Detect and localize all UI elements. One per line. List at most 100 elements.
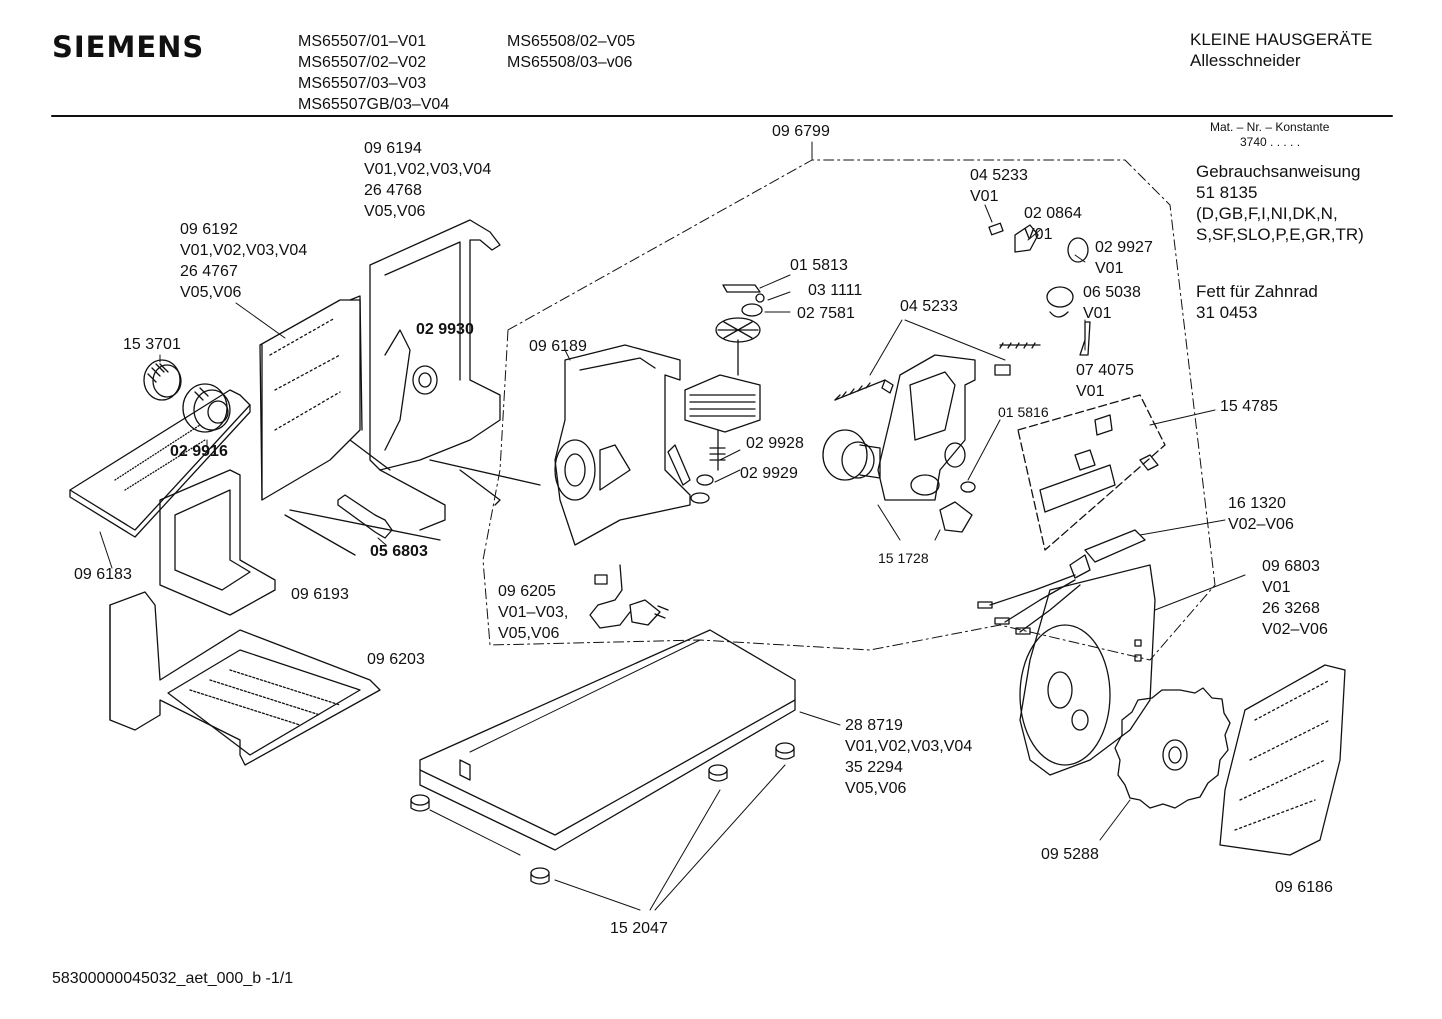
model-4: MS65507GB/03–V04 [298, 96, 450, 113]
part-label-153701: 15 3701 [123, 336, 181, 353]
part-096803-variant: V01 [1262, 579, 1291, 596]
part-096192-variants: V01,V02,V03,V04 [180, 242, 308, 259]
siemens-logo: SIEMENS [52, 30, 205, 64]
model-5: MS65508/02–V05 [507, 33, 636, 50]
ring-153701 [143, 359, 182, 401]
part-label-096203: 09 6203 [367, 651, 425, 668]
part-label-015813: 01 5813 [790, 257, 848, 274]
manual-languages-2: S,SF,SLO,P,E,GR,TR) [1196, 225, 1364, 244]
part-065038-number: 06 5038 [1083, 284, 1141, 301]
manual-info: Gebrauchsanweisung 51 8135 (D,GB,F,I,NI,… [1196, 161, 1364, 245]
part-label-074075: 07 4075 V01 [1076, 360, 1134, 402]
part-074075-number: 07 4075 [1076, 362, 1134, 379]
part-label-015816: 01 5816 [998, 404, 1049, 420]
constant-value: 3740 . . . . . [1240, 135, 1301, 149]
part-096803-alt-number: 26 3268 [1262, 600, 1320, 617]
part-288719-alt-variants: V05,V06 [845, 780, 907, 797]
grease-number: 31 0453 [1196, 303, 1258, 322]
part-label-045233-b: 04 5233 [900, 298, 958, 315]
part-161320-variants: V02–V06 [1228, 516, 1294, 533]
manual-number: 51 8135 [1196, 183, 1258, 202]
part-label-096799: 09 6799 [772, 123, 830, 140]
switch-panel-154785 [1017, 394, 1166, 551]
base-288719 [419, 629, 796, 851]
part-045233-variant: V01 [970, 188, 999, 205]
part-label-031111: 03 1111 [808, 282, 863, 299]
part-096194-alt-variants: V05,V06 [364, 203, 426, 220]
power-cord-096205 [589, 564, 669, 629]
part-label-027581: 02 7581 [797, 305, 855, 322]
part-label-096186: 09 6186 [1275, 879, 1333, 896]
part-096194-variants: V01,V02,V03,V04 [364, 161, 492, 178]
part-096205-number: 09 6205 [498, 583, 556, 600]
mat-nr-label: Mat. – Nr. – Konstante [1210, 120, 1330, 134]
part-096194-number: 09 6194 [364, 140, 422, 157]
part-096194-frame [284, 219, 541, 556]
part-096205-variants: V01–V03, [498, 604, 569, 621]
part-096193-bracket [159, 469, 276, 616]
part-096803-number: 09 6803 [1262, 558, 1320, 575]
part-label-045233-a: 04 5233 V01 [970, 165, 1028, 207]
model-list-2: MS65508/02–V05 MS65508/03–v06 [507, 31, 635, 73]
part-096194-alt-number: 26 4768 [364, 182, 422, 199]
part-056803-lever [337, 494, 393, 546]
small-parts-top-right [988, 222, 1091, 356]
model-2: MS65507/02–V02 [298, 54, 427, 71]
part-065038-variant: V01 [1083, 305, 1112, 322]
part-label-065038: 06 5038 V01 [1083, 282, 1141, 324]
feet-152047 [410, 742, 795, 885]
part-096192-number: 09 6192 [180, 221, 238, 238]
grease-info: Fett für Zahnrad 31 0453 [1196, 281, 1318, 323]
part-label-029928: 02 9928 [746, 435, 804, 452]
category-block: KLEINE HAUSGERÄTE Allesschneider [1190, 29, 1372, 71]
part-020864-variant: V01 [1024, 226, 1053, 243]
ring-029916 [182, 383, 231, 433]
part-096192-plate [259, 295, 363, 501]
part-288719-alt-number: 35 2294 [845, 759, 903, 776]
part-label-020864: 02 0864 V01 [1024, 203, 1082, 245]
guard-096186 [1219, 664, 1346, 856]
part-label-154785: 15 4785 [1220, 398, 1278, 415]
part-045233-number: 04 5233 [970, 167, 1028, 184]
part-label-096192: 09 6192 V01,V02,V03,V04 26 4767 V05,V06 [180, 219, 307, 303]
category-title: KLEINE HAUSGERÄTE [1190, 30, 1373, 49]
part-096203-carriage [109, 591, 381, 766]
grease-title: Fett für Zahnrad [1196, 282, 1318, 301]
model-3: MS65507/03–V03 [298, 75, 427, 92]
part-020864-number: 02 0864 [1024, 205, 1082, 222]
part-label-096183: 09 6183 [74, 566, 132, 583]
manual-title: Gebrauchsanweisung [1196, 162, 1361, 181]
part-label-151728: 15 1728 [878, 550, 929, 566]
part-label-096193: 09 6193 [291, 586, 349, 603]
part-288719-number: 28 8719 [845, 717, 903, 734]
part-label-096194: 09 6194 V01,V02,V03,V04 26 4768 V05,V06 [364, 138, 491, 222]
part-label-288719: 28 8719 V01,V02,V03,V04 35 2294 V05,V06 [845, 715, 972, 799]
manual-languages: (D,GB,F,I,NI,DK,N, [1196, 204, 1338, 223]
part-096205-variants-2: V05,V06 [498, 625, 560, 642]
part-label-095288: 09 5288 [1041, 846, 1099, 863]
model-list-1: MS65507/01–V01 MS65507/02–V02 MS65507/03… [298, 31, 449, 115]
part-label-029916: 02 9916 [170, 443, 228, 460]
part-096189-bracket [554, 344, 691, 546]
part-label-029930: 02 9930 [416, 321, 474, 338]
part-label-029929: 02 9929 [740, 465, 798, 482]
part-029927-number: 02 9927 [1095, 239, 1153, 256]
product-name: Allesschneider [1190, 51, 1301, 70]
motor-rotor-assembly [667, 284, 765, 504]
part-288719-variants: V01,V02,V03,V04 [845, 738, 973, 755]
model-6: MS65508/03–v06 [507, 54, 633, 71]
blade-housing-096803 [1019, 564, 1156, 776]
part-label-161320: 16 1320 V02–V06 [1228, 493, 1294, 535]
document-footer: 58300000045032_aet_000_b -1/1 [52, 970, 294, 987]
part-label-029927: 02 9927 V01 [1095, 237, 1153, 279]
part-label-152047: 15 2047 [610, 920, 668, 937]
part-096803-alt-variants: V02–V06 [1262, 621, 1328, 638]
model-1: MS65507/01–V01 [298, 33, 427, 50]
part-096192-alt-variants: V05,V06 [180, 284, 242, 301]
blade-095288 [1114, 687, 1231, 809]
gear-housing-151728 [822, 342, 1041, 533]
part-074075-variant: V01 [1076, 383, 1105, 400]
part-label-096205: 09 6205 V01–V03, V05,V06 [498, 581, 568, 644]
